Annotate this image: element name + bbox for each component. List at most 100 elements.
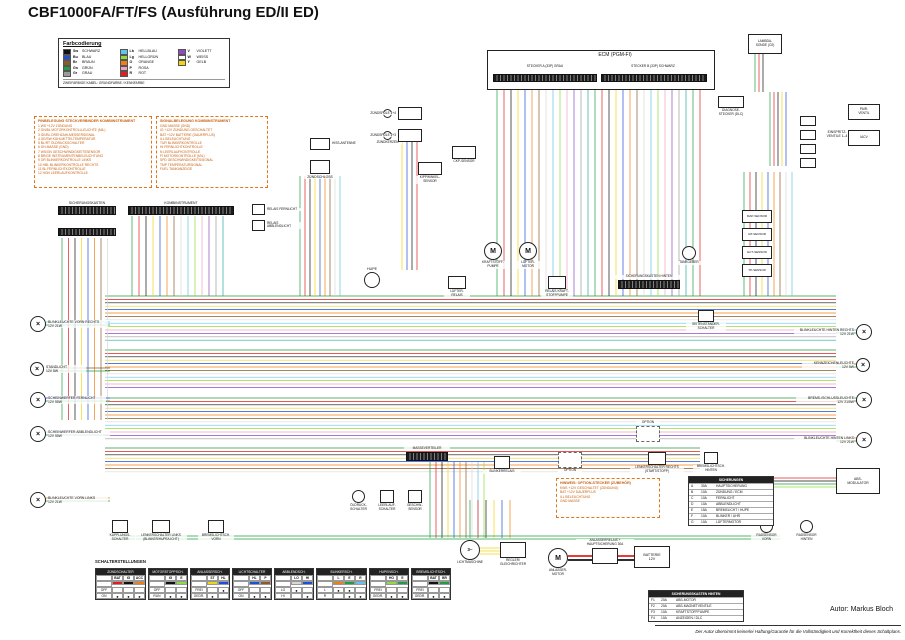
lambda-sensor-label: LAMBDA- SONDE (O2) [755, 39, 775, 47]
table-cell [302, 581, 313, 585]
iacv-valve: IACV [848, 130, 880, 146]
speed-sensor-shape [408, 490, 422, 503]
color-code: O [129, 60, 133, 65]
table-cell: ON [233, 593, 249, 599]
horn-shape [364, 272, 380, 288]
option-connector-2-label: OPTION [636, 420, 660, 425]
table-cell: L [333, 575, 344, 581]
fuse-cell: 20A [661, 603, 667, 608]
tp-sensor: TP-SENSOR [742, 264, 772, 277]
front-left-turn-signal-shape: × [30, 492, 46, 508]
rear-left-turn-signal-shape: × [856, 432, 872, 448]
table-cell [123, 587, 134, 593]
battery-shape: BATTERIE 12V [634, 546, 670, 568]
table-cell: ● [260, 593, 271, 599]
fuse-cell: 10A [701, 519, 707, 524]
iacv-valve-shape: IACV [848, 130, 880, 146]
note-line: 7 WS/GN GESCHWINDIGKEITSSENSOR [38, 149, 101, 154]
switch-table-title: ANLASSERSCH. [191, 569, 229, 575]
rear-brake-switch: BREMSLICHTSCH. HINTEN [693, 452, 729, 473]
table-cell: HO [386, 575, 397, 581]
starter-motor-shape: M [548, 548, 568, 568]
note-line: 6 GN MASSE (GND) [38, 145, 69, 150]
table-cell: P [260, 575, 271, 581]
turn-signal-relay: BLINKERRELAIS [483, 456, 521, 474]
rear-right-turn-signal-label: BLINKLEUCHTE HINTEN RECHTS 12V 21W [794, 327, 854, 337]
table-cell: RUN [149, 593, 165, 599]
table-cell: R [355, 575, 366, 581]
color-swatch [119, 71, 128, 77]
note-line: 3 GE/BL DREHZAHLMESSERSIGNAL [38, 132, 96, 137]
iat-sensor-label: IAT-SENSOR [748, 231, 766, 236]
footer-divider [655, 625, 901, 626]
fuel-level-sender: TANKGEBER [674, 246, 704, 265]
table-cell: GEDR. [191, 593, 207, 599]
starter-motor-label: ANLASSER- MOTOR [542, 568, 574, 577]
table-cell: ● [344, 587, 355, 593]
headlight-high-beam-label: SCHEINWERFER FERNLICHT 12V 55W [48, 395, 106, 405]
fan-relay-shape [448, 276, 466, 289]
table-cell: E [344, 575, 355, 581]
note-box-3: HINWEIS: OPTION-STECKER (ZUBEHÖR)KWS +12… [556, 478, 660, 518]
fuse-cell: ABS-MAGNETVENTILE [676, 603, 712, 608]
note-line: 11 BL FERNLICHTKONTROLLE [38, 166, 86, 171]
color-name: HELLBLAU [138, 49, 157, 54]
color-code: Lg [129, 54, 134, 59]
tp-sensor-shape: TP-SENSOR [742, 264, 772, 277]
ecm-connector-b [601, 74, 707, 82]
note-line: GND MASSE [560, 498, 580, 503]
table-cell: BR [439, 575, 450, 581]
fuse-cell: ANZEIGEN / DLC [676, 615, 703, 620]
option-connector-1: OPTION [558, 452, 582, 473]
table-cell: GEDR. [412, 593, 428, 599]
fan-relay: LÜFTER- RELAIS [444, 276, 470, 298]
table-cell: R [317, 593, 333, 599]
note-line: N LEERLAUFKONTROLLE [160, 149, 201, 154]
front-right-turn-signal-label: BLINKLEUCHTE VORN RECHTS 12V 21W [48, 319, 108, 329]
ground-joint-shape [406, 452, 448, 461]
color-name: GRAU [82, 71, 93, 76]
table-cell [428, 587, 439, 593]
fuse-cell: C [691, 495, 694, 500]
note-line: 5 BL/RT ÖLDRUCKSCHALTER [38, 141, 85, 146]
ecm-connector-a [493, 74, 597, 82]
table-cell [302, 587, 313, 593]
note-line: FI MOTORKONTROLLE (MIL) [160, 153, 205, 158]
starter-relay-shape [592, 548, 618, 564]
ignition-coil-2-3-shape [398, 129, 422, 142]
ignition-coil-2-3-label: ZÜNDSPULE 2+3 [366, 133, 396, 138]
fuse-cell: F [691, 513, 694, 518]
fuse-cell: 10A [701, 489, 707, 494]
turn-signal-relay-shape [494, 456, 510, 469]
fuse-cell: ABBLENDLICHT [716, 501, 741, 506]
table-cell: ● [134, 593, 145, 599]
ect-sensor: ECT-SENSOR [742, 246, 772, 259]
table-cell [207, 581, 218, 585]
license-plate-light-label: KENNZEICHENLEUCHTE 12V 5W [802, 360, 854, 370]
fuse-cell: 10A [701, 501, 707, 506]
color-name: BRAUN [82, 60, 95, 65]
abs-modulator: ABS- MODULATOR [836, 468, 880, 494]
rear-brake-switch-label: BREMSLICHTSCH. HINTEN [693, 464, 729, 473]
ground-joint-label: MASSEVERTEILER [404, 446, 450, 451]
fuse-cell: ZÜNDUNG / ECM [716, 489, 743, 494]
note-line: 2 GN/BL MOTORKONTROLLLEUCHTE (MIL) [38, 128, 106, 133]
bank-angle-sensor: KIPPWINKEL- SENSOR [414, 162, 446, 184]
color-code: W [187, 54, 191, 59]
table-cell: FREI [370, 587, 386, 593]
color-name: WEISS [196, 54, 209, 59]
pair-valve: PAIR- VENTIL [848, 104, 880, 120]
